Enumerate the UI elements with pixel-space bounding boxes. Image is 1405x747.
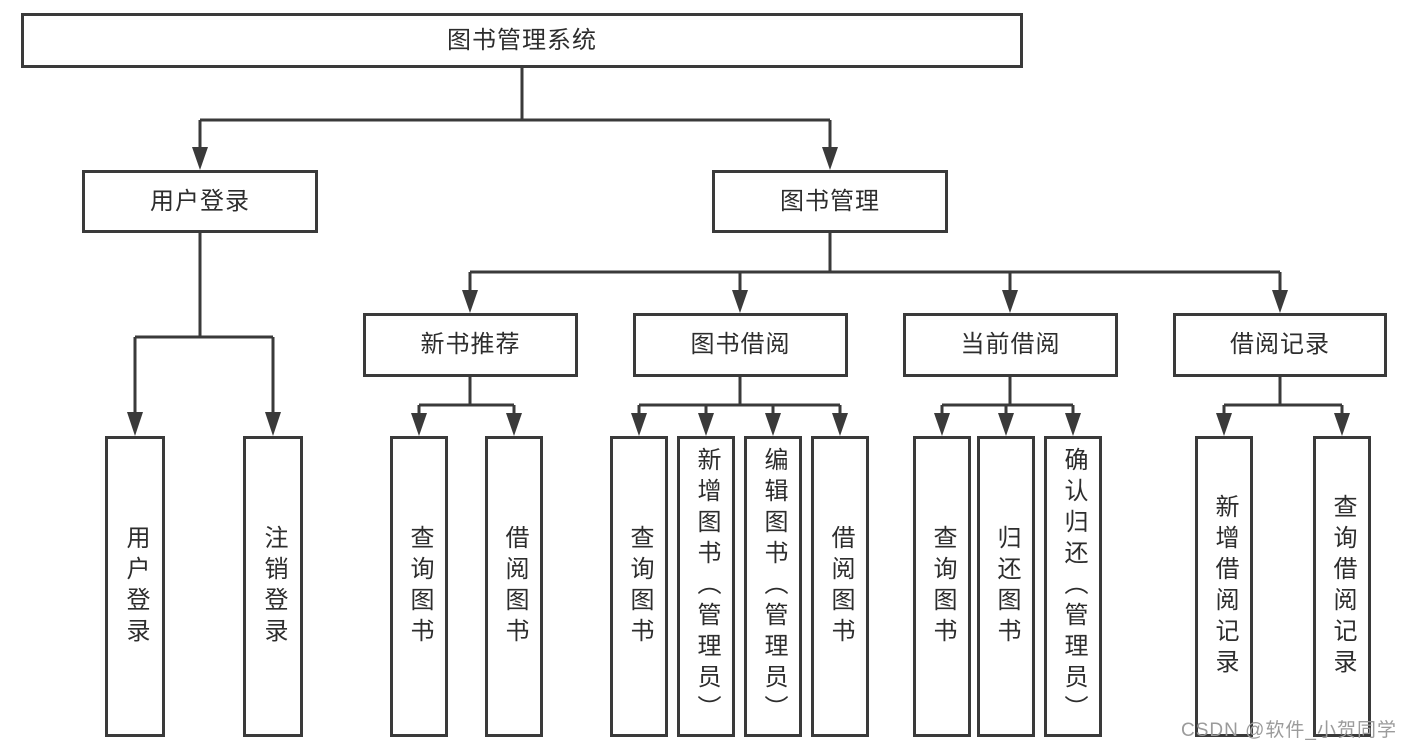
leaf-label: 归还图书 xyxy=(993,524,1020,649)
node-label: 当前借阅 xyxy=(960,331,1061,358)
leaf-borrow-query-books: 查询图书 xyxy=(610,436,668,737)
node-new-book-recommend: 新书推荐 xyxy=(363,313,578,377)
leaf-label: 用户登录 xyxy=(122,524,149,649)
leaf-user-login: 用户登录 xyxy=(105,436,165,737)
node-current-borrow: 当前借阅 xyxy=(903,313,1118,377)
leaf-current-confirm-return-admin: 确认归还（管理员） xyxy=(1044,436,1102,737)
leaf-label: 查询借阅记录 xyxy=(1329,493,1356,680)
node-book-borrow: 图书借阅 xyxy=(633,313,848,377)
leaf-query-borrow-record: 查询借阅记录 xyxy=(1313,436,1371,737)
leaf-logout: 注销登录 xyxy=(243,436,303,737)
leaf-label: 借阅图书 xyxy=(501,524,528,649)
node-label: 图书管理 xyxy=(780,187,880,215)
leaf-current-return-books: 归还图书 xyxy=(977,436,1035,737)
leaf-borrow-edit-books-admin: 编辑图书（管理员） xyxy=(744,436,802,737)
leaf-recommend-query-books: 查询图书 xyxy=(390,436,448,737)
leaf-borrow-borrow-books: 借阅图书 xyxy=(811,436,869,737)
connector-book-borrow-branch xyxy=(631,377,848,436)
node-borrow-record: 借阅记录 xyxy=(1173,313,1387,377)
node-label: 借阅记录 xyxy=(1230,331,1330,358)
leaf-label: 新增借阅记录 xyxy=(1211,493,1238,680)
leaf-label: 查询图书 xyxy=(929,524,956,649)
connector-new-book-recommend-branch xyxy=(411,377,522,436)
leaf-label: 确认归还（管理员） xyxy=(1060,447,1087,726)
node-book-management: 图书管理 xyxy=(712,170,948,233)
connector-user-login-branch xyxy=(127,233,281,436)
connector-root-to-level2 xyxy=(192,68,838,170)
node-user-login: 用户登录 xyxy=(82,170,318,233)
leaf-label: 查询图书 xyxy=(626,524,653,649)
leaf-add-borrow-record: 新增借阅记录 xyxy=(1195,436,1253,737)
node-label: 图书管理系统 xyxy=(447,26,597,54)
connector-borrow-record-branch xyxy=(1216,377,1350,436)
leaf-borrow-add-books-admin: 新增图书（管理员） xyxy=(677,436,735,737)
leaf-label: 编辑图书（管理员） xyxy=(760,447,787,726)
leaf-label: 新增图书（管理员） xyxy=(693,447,720,726)
leaf-label: 借阅图书 xyxy=(827,524,854,649)
node-label: 用户登录 xyxy=(150,187,250,215)
leaf-recommend-borrow-books: 借阅图书 xyxy=(485,436,543,737)
leaf-label: 注销登录 xyxy=(260,524,287,649)
node-label: 新书推荐 xyxy=(420,331,521,358)
node-library-management-system: 图书管理系统 xyxy=(21,13,1023,68)
connector-book-management-branch xyxy=(462,233,1288,313)
csdn-watermark: CSDN @软件_小贺同学 xyxy=(1181,720,1397,741)
leaf-current-query-books: 查询图书 xyxy=(913,436,971,737)
leaf-label: 查询图书 xyxy=(406,524,433,649)
node-label: 图书借阅 xyxy=(690,331,791,358)
connector-current-borrow-branch xyxy=(934,377,1081,436)
